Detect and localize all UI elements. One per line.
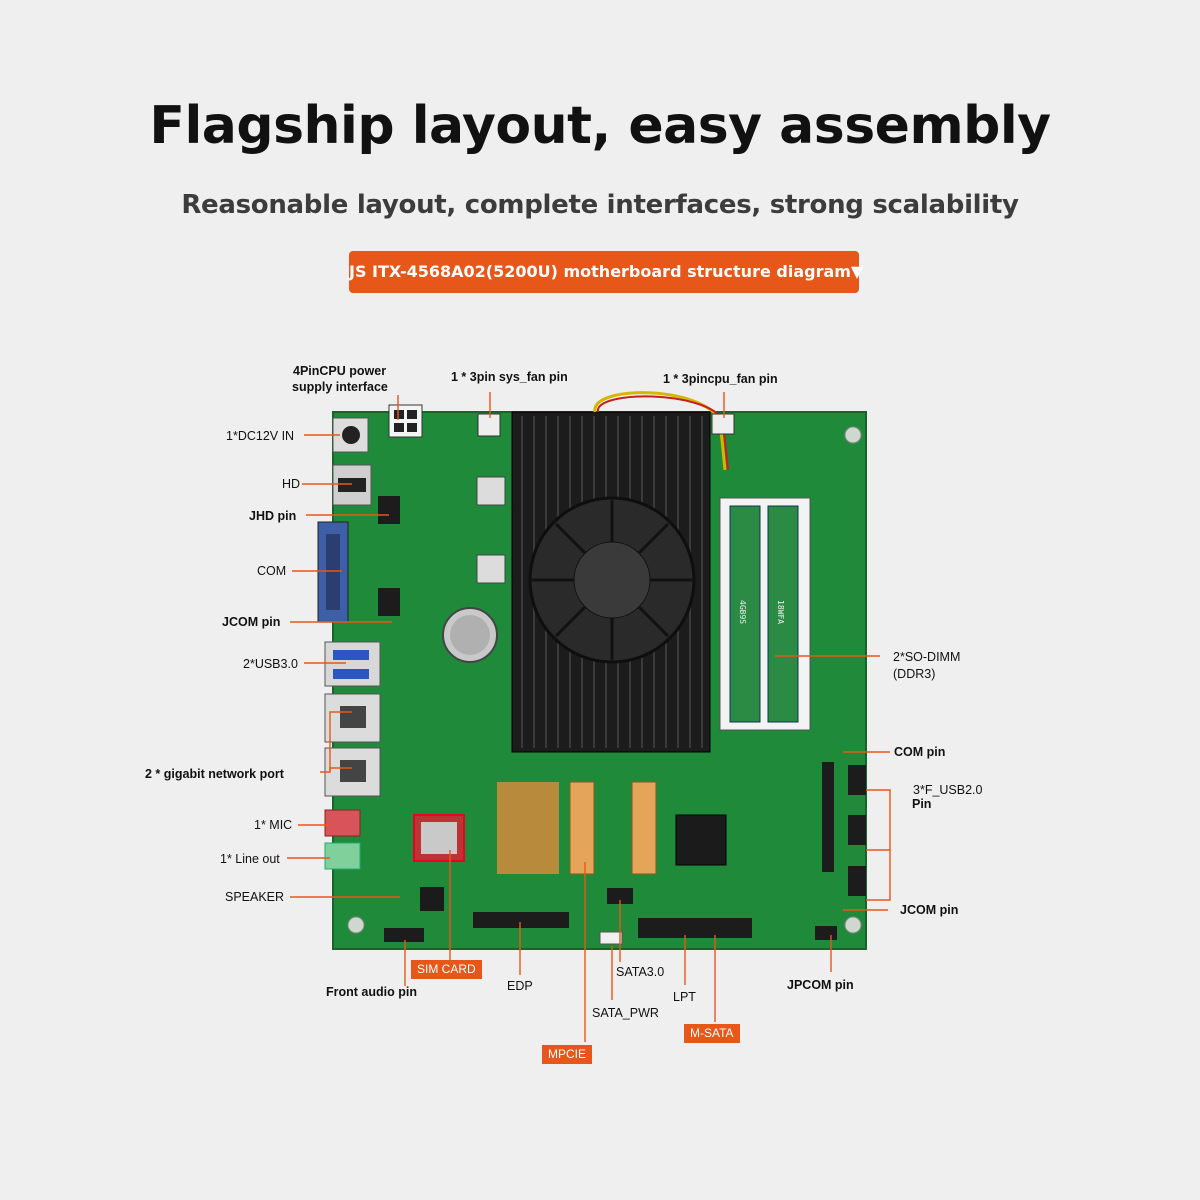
label-cpu-power: 4PinCPU power — [293, 364, 387, 378]
label-com: COM — [257, 564, 287, 578]
lan-port-1-opening — [340, 706, 366, 728]
com-port-pins — [326, 534, 340, 610]
fan-blades — [532, 500, 692, 660]
fusb-header-2 — [848, 815, 866, 845]
page-title: Flagship layout, easy assembly — [149, 96, 1051, 156]
label-sata3: SATA3.0 — [616, 965, 665, 979]
label-jhd: JHD pin — [249, 509, 297, 523]
label-cpu-power-2: supply interface — [292, 380, 388, 394]
chipset-ic — [675, 814, 727, 866]
label-sim-card: SIM CARD — [411, 960, 482, 979]
inductor — [476, 554, 506, 584]
label-dc-in: 1*DC12V IN — [226, 429, 295, 443]
label-fusb-2: Pin — [912, 797, 932, 811]
label-sys-fan: 1 * 3pin sys_fan pin — [451, 370, 568, 384]
usb3-slot-1 — [333, 650, 369, 660]
lan-port-2-opening — [340, 760, 366, 782]
label-front-audio: Front audio pin — [326, 985, 417, 999]
lpt-header — [638, 918, 752, 938]
label-lan: 2 * gigabit network port — [145, 767, 284, 781]
sata-pwr-connector — [599, 931, 623, 945]
line-out-jack — [324, 842, 361, 870]
mounting-hole — [347, 916, 365, 934]
usb3-ports — [324, 641, 381, 687]
label-jpcom: JPCOM pin — [787, 978, 854, 992]
label-edp: EDP — [507, 979, 533, 993]
mic-jack — [324, 809, 361, 837]
mounting-hole — [844, 426, 862, 444]
label-msata: M-SATA — [684, 1024, 740, 1043]
mpcie-slot — [569, 781, 595, 875]
label-sodimm-2: (DDR3) — [893, 667, 936, 681]
mpcie-card-area — [497, 782, 559, 874]
page-subtitle: Reasonable layout, complete interfaces, … — [181, 190, 1019, 220]
ram-text-1: 4GB9S — [738, 600, 747, 624]
jpcom-header — [815, 926, 837, 940]
label-hd: HD — [282, 477, 301, 491]
jcom-header-left — [378, 588, 400, 616]
mounting-hole — [844, 916, 862, 934]
label-usb3: 2*USB3.0 — [243, 657, 298, 671]
label-com-pin: COM pin — [894, 745, 946, 759]
label-line-out: 1* Line out — [220, 852, 280, 866]
com-pin-header — [822, 762, 834, 872]
inductor — [476, 476, 506, 506]
label-speaker: SPEAKER — [225, 890, 285, 904]
edp-header — [473, 912, 569, 928]
ram-text-2: 18WFA — [776, 600, 785, 624]
fusb-header-1 — [848, 765, 866, 795]
cpu-fan-header — [711, 413, 735, 435]
label-sodimm: 2*SO-DIMM — [893, 650, 961, 664]
front-audio-header — [384, 928, 424, 942]
cpu-power-connector — [388, 404, 423, 438]
jhd-header — [378, 496, 400, 524]
label-cpu-fan: 1 * 3pincpu_fan pin — [663, 372, 778, 386]
label-jcom-right: JCOM pin — [900, 903, 959, 917]
label-mic: 1* MIC — [254, 818, 293, 832]
small-ic — [420, 887, 444, 911]
label-sata-pwr: SATA_PWR — [592, 1006, 659, 1020]
sys-fan-header — [477, 413, 501, 437]
diagram-title-banner: JS ITX-4568A02(5200U) motherboard struct… — [349, 251, 863, 293]
cpu-fan-hub — [573, 541, 651, 619]
label-lpt: LPT — [673, 990, 696, 1004]
label-jcom-left: JCOM pin — [222, 615, 281, 629]
msata-slot — [631, 781, 657, 875]
sodimm-module-1 — [729, 505, 761, 723]
fusb-header-3 — [848, 866, 866, 896]
dc-jack-port — [342, 426, 360, 444]
usb3-slot-2 — [333, 669, 369, 679]
hdmi-port-opening — [338, 478, 366, 492]
label-mpcie: MPCIE — [542, 1045, 593, 1064]
label-fusb: 3*F_USB2.0 — [913, 783, 983, 797]
sata3-connector — [607, 888, 633, 904]
leader-lines — [287, 392, 891, 1042]
sodimm-module-2 — [767, 505, 799, 723]
